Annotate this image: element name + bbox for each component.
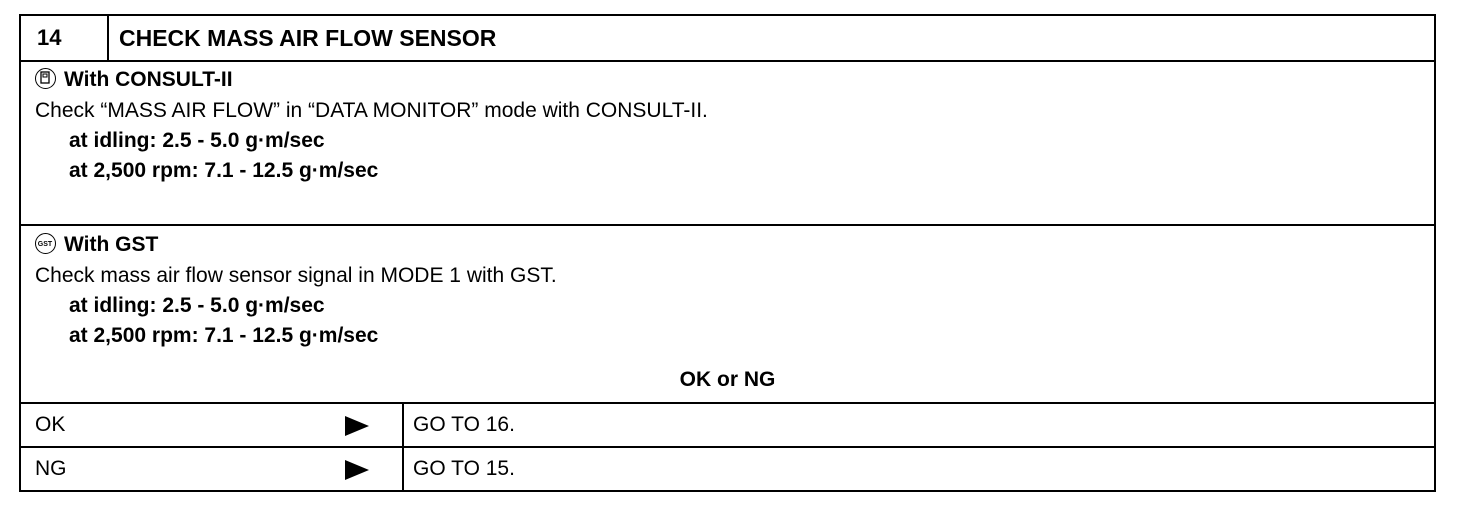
result-divider [402, 404, 404, 446]
consult-spec-idle: at idling: 2.5 - 5.0 g·m/sec [69, 129, 325, 152]
result-label-ok: OK [35, 413, 66, 436]
consult-instruction: Check “MASS AIR FLOW” in “DATA MONITOR” … [35, 99, 708, 122]
gst-spec-2500: at 2,500 rpm: 7.1 - 12.5 g·m/sec [69, 324, 379, 347]
result-row-ok: OK GO TO 16. [21, 404, 1434, 448]
result-prompt: OK or NG [679, 368, 776, 391]
consult-heading: With CONSULT-II [64, 68, 233, 91]
consult-icon [35, 68, 56, 89]
gst-icon: GST [35, 233, 56, 254]
gst-instruction: Check mass air flow sensor signal in MOD… [35, 264, 557, 287]
gst-heading: With GST [64, 233, 159, 256]
svg-text:GST: GST [38, 241, 53, 248]
result-row-ng: NG GO TO 15. [21, 448, 1434, 490]
step-title: CHECK MASS AIR FLOW SENSOR [119, 25, 497, 51]
result-action-ng: GO TO 15. [413, 457, 515, 480]
diagnostic-step-table: 14 CHECK MASS AIR FLOW SENSOR With CONSU… [19, 14, 1436, 492]
gst-section: GST With GST Check mass air flow sensor … [21, 226, 1434, 404]
consult-spec-2500: at 2,500 rpm: 7.1 - 12.5 g·m/sec [69, 159, 379, 182]
step-header: 14 CHECK MASS AIR FLOW SENSOR [21, 16, 1434, 62]
step-number: 14 [21, 16, 109, 60]
arrow-right-icon [345, 460, 369, 480]
arrow-right-icon [345, 416, 369, 436]
result-divider [402, 448, 404, 490]
gst-spec-idle: at idling: 2.5 - 5.0 g·m/sec [69, 294, 325, 317]
result-label-ng: NG [35, 457, 67, 480]
consult-heading-line: With CONSULT-II [35, 68, 233, 92]
consult-section: With CONSULT-II Check “MASS AIR FLOW” in… [21, 62, 1434, 226]
gst-heading-line: GST With GST [35, 233, 158, 257]
result-action-ok: GO TO 16. [413, 413, 515, 436]
